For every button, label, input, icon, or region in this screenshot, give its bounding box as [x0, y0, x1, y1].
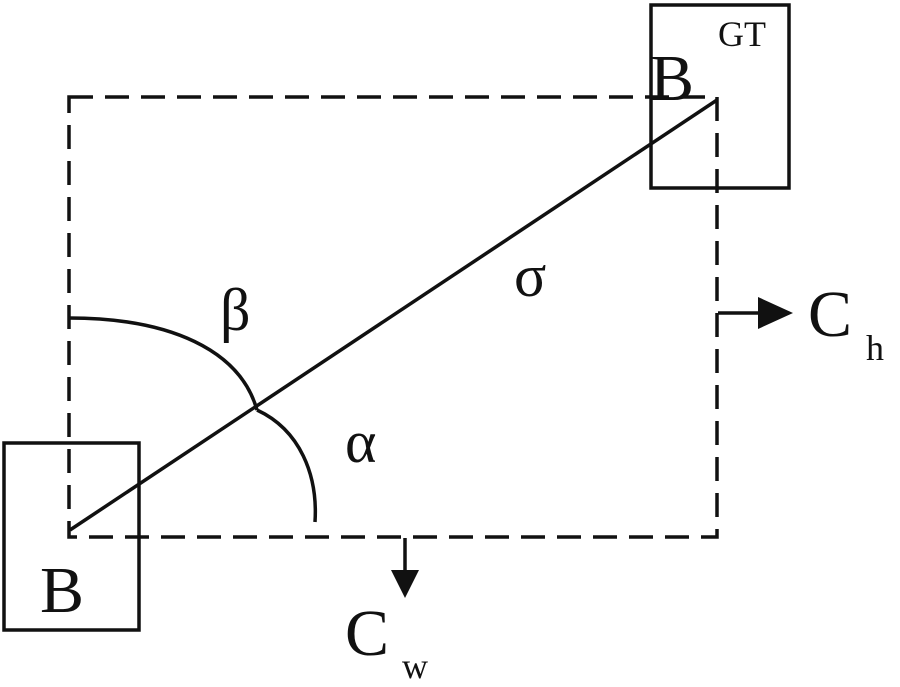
label-b-gt-superscript: GT: [718, 14, 766, 54]
cw-arrow-head: [391, 570, 419, 598]
label-b-gt: B: [650, 42, 694, 115]
label-beta: β: [220, 277, 251, 343]
label-ch: C: [808, 278, 852, 351]
angle-beta-arc: [68, 316, 259, 411]
label-b: B: [40, 554, 84, 627]
box-b-gt: [649, 3, 791, 190]
center-distance-line: [69, 98, 718, 532]
label-alpha: α: [345, 409, 376, 475]
label-sigma: σ: [514, 243, 546, 309]
ch-arrow-head: [758, 297, 793, 329]
label-cw-subscript: w: [402, 646, 428, 686]
label-ch-subscript: h: [866, 328, 884, 368]
label-cw: C: [345, 597, 389, 670]
angle-alpha-arc: [256, 408, 318, 523]
box-b: [2, 441, 141, 632]
